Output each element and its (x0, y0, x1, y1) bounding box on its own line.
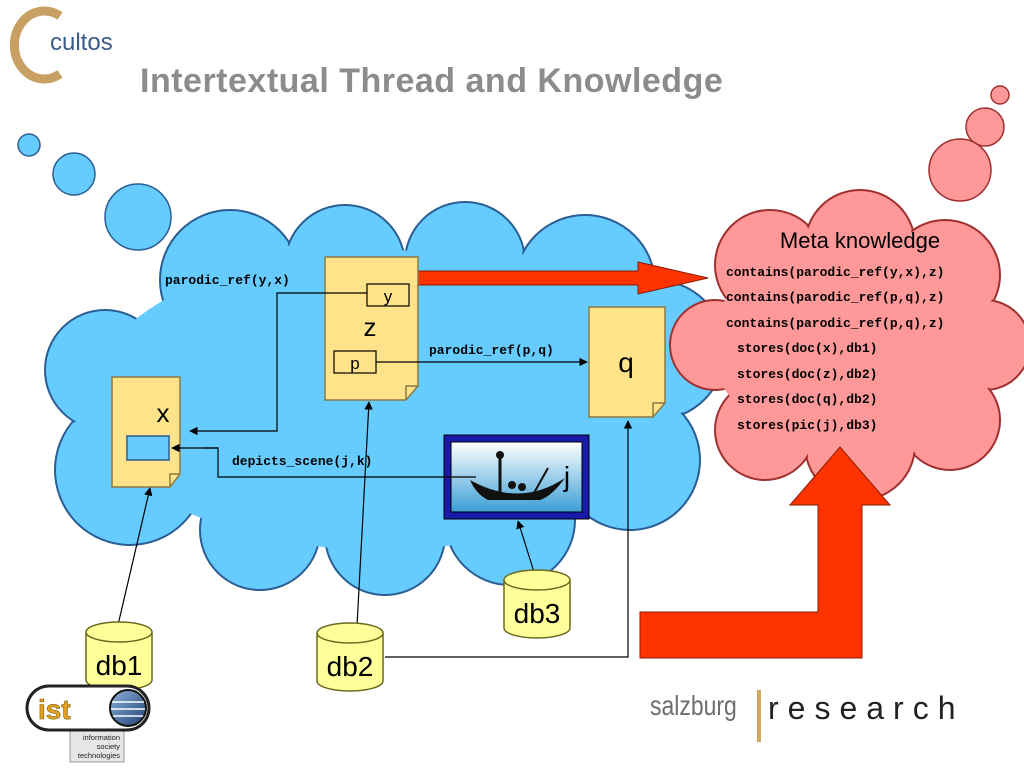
database-db1[interactable]: db1 (85, 621, 153, 691)
database-db1-label: db1 (96, 650, 143, 681)
database-db2[interactable]: db2 (316, 622, 384, 692)
y-box (366, 283, 410, 307)
stores-arrow (639, 446, 892, 659)
p-box-label: p (350, 354, 359, 373)
label-parodic-ref-yx: parodic_ref(y,x) (165, 273, 290, 288)
document-x-anchor (126, 435, 170, 461)
picture-j-label: j (563, 461, 570, 492)
cultos-logo-text: cultos (50, 29, 113, 56)
database-db3[interactable]: db3 (503, 569, 571, 639)
thought-bubble-medium (52, 152, 96, 196)
meta-fact-4: stores(doc(x),db1) (737, 341, 877, 356)
slide-title: Intertextual Thread and Knowledge (140, 62, 724, 100)
edge-db2-q (385, 420, 633, 658)
ist-logo: ist information society technologies (25, 684, 151, 763)
edge-db3-j (516, 520, 535, 573)
document-x[interactable]: x (111, 376, 181, 488)
label-parodic-ref-pq: parodic_ref(p,q) (429, 343, 554, 358)
cultos-logo-c-shape (9, 6, 63, 84)
document-z[interactable]: y z p (324, 256, 419, 401)
brand-salzburg: salzburg (650, 690, 737, 721)
meta-link-arrow (417, 261, 709, 295)
ist-logo-text: ist (38, 694, 71, 725)
pink-bubble-large (928, 138, 992, 202)
document-q-label: q (618, 347, 634, 378)
cultos-logo: cultos (9, 6, 113, 84)
globe-icon (109, 689, 147, 727)
gondola-icon (470, 478, 565, 500)
meta-fact-6: stores(doc(q),db2) (737, 392, 877, 407)
label-depicts-scene: depicts_scene(j,k) (232, 454, 372, 469)
edge-parodic-ref-yx (189, 292, 367, 436)
meta-fact-1: contains(parodic_ref(y,x),z) (726, 265, 944, 280)
brand-divider (757, 690, 761, 742)
meta-fact-3: contains(parodic_ref(p,q),z) (726, 316, 944, 331)
thought-bubble-small (17, 133, 41, 157)
meta-knowledge-cloud (669, 189, 1024, 501)
ist-logo-line-2: society (97, 742, 121, 751)
y-box-label: y (384, 287, 393, 306)
document-x-label: x (157, 398, 170, 428)
meta-knowledge-title: Meta knowledge (780, 228, 940, 253)
document-z-label: z (364, 312, 377, 342)
edge-db2-z (356, 401, 373, 627)
brand-research: research (768, 690, 965, 726)
thought-bubble-large (104, 183, 172, 251)
pink-bubble-medium (965, 107, 1005, 147)
meta-fact-7: stores(pic(j),db3) (737, 418, 877, 433)
meta-fact-2: contains(parodic_ref(p,q),z) (726, 290, 944, 305)
pink-bubble-small (990, 85, 1010, 105)
ist-logo-line-1: information (83, 733, 120, 742)
ist-logo-line-3: technologies (78, 751, 120, 760)
document-q[interactable]: q (588, 306, 666, 418)
database-db3-label: db3 (514, 598, 561, 629)
edge-db1-x (117, 487, 153, 626)
database-db2-label: db2 (327, 651, 374, 682)
meta-fact-5: stores(doc(z),db2) (737, 367, 877, 382)
